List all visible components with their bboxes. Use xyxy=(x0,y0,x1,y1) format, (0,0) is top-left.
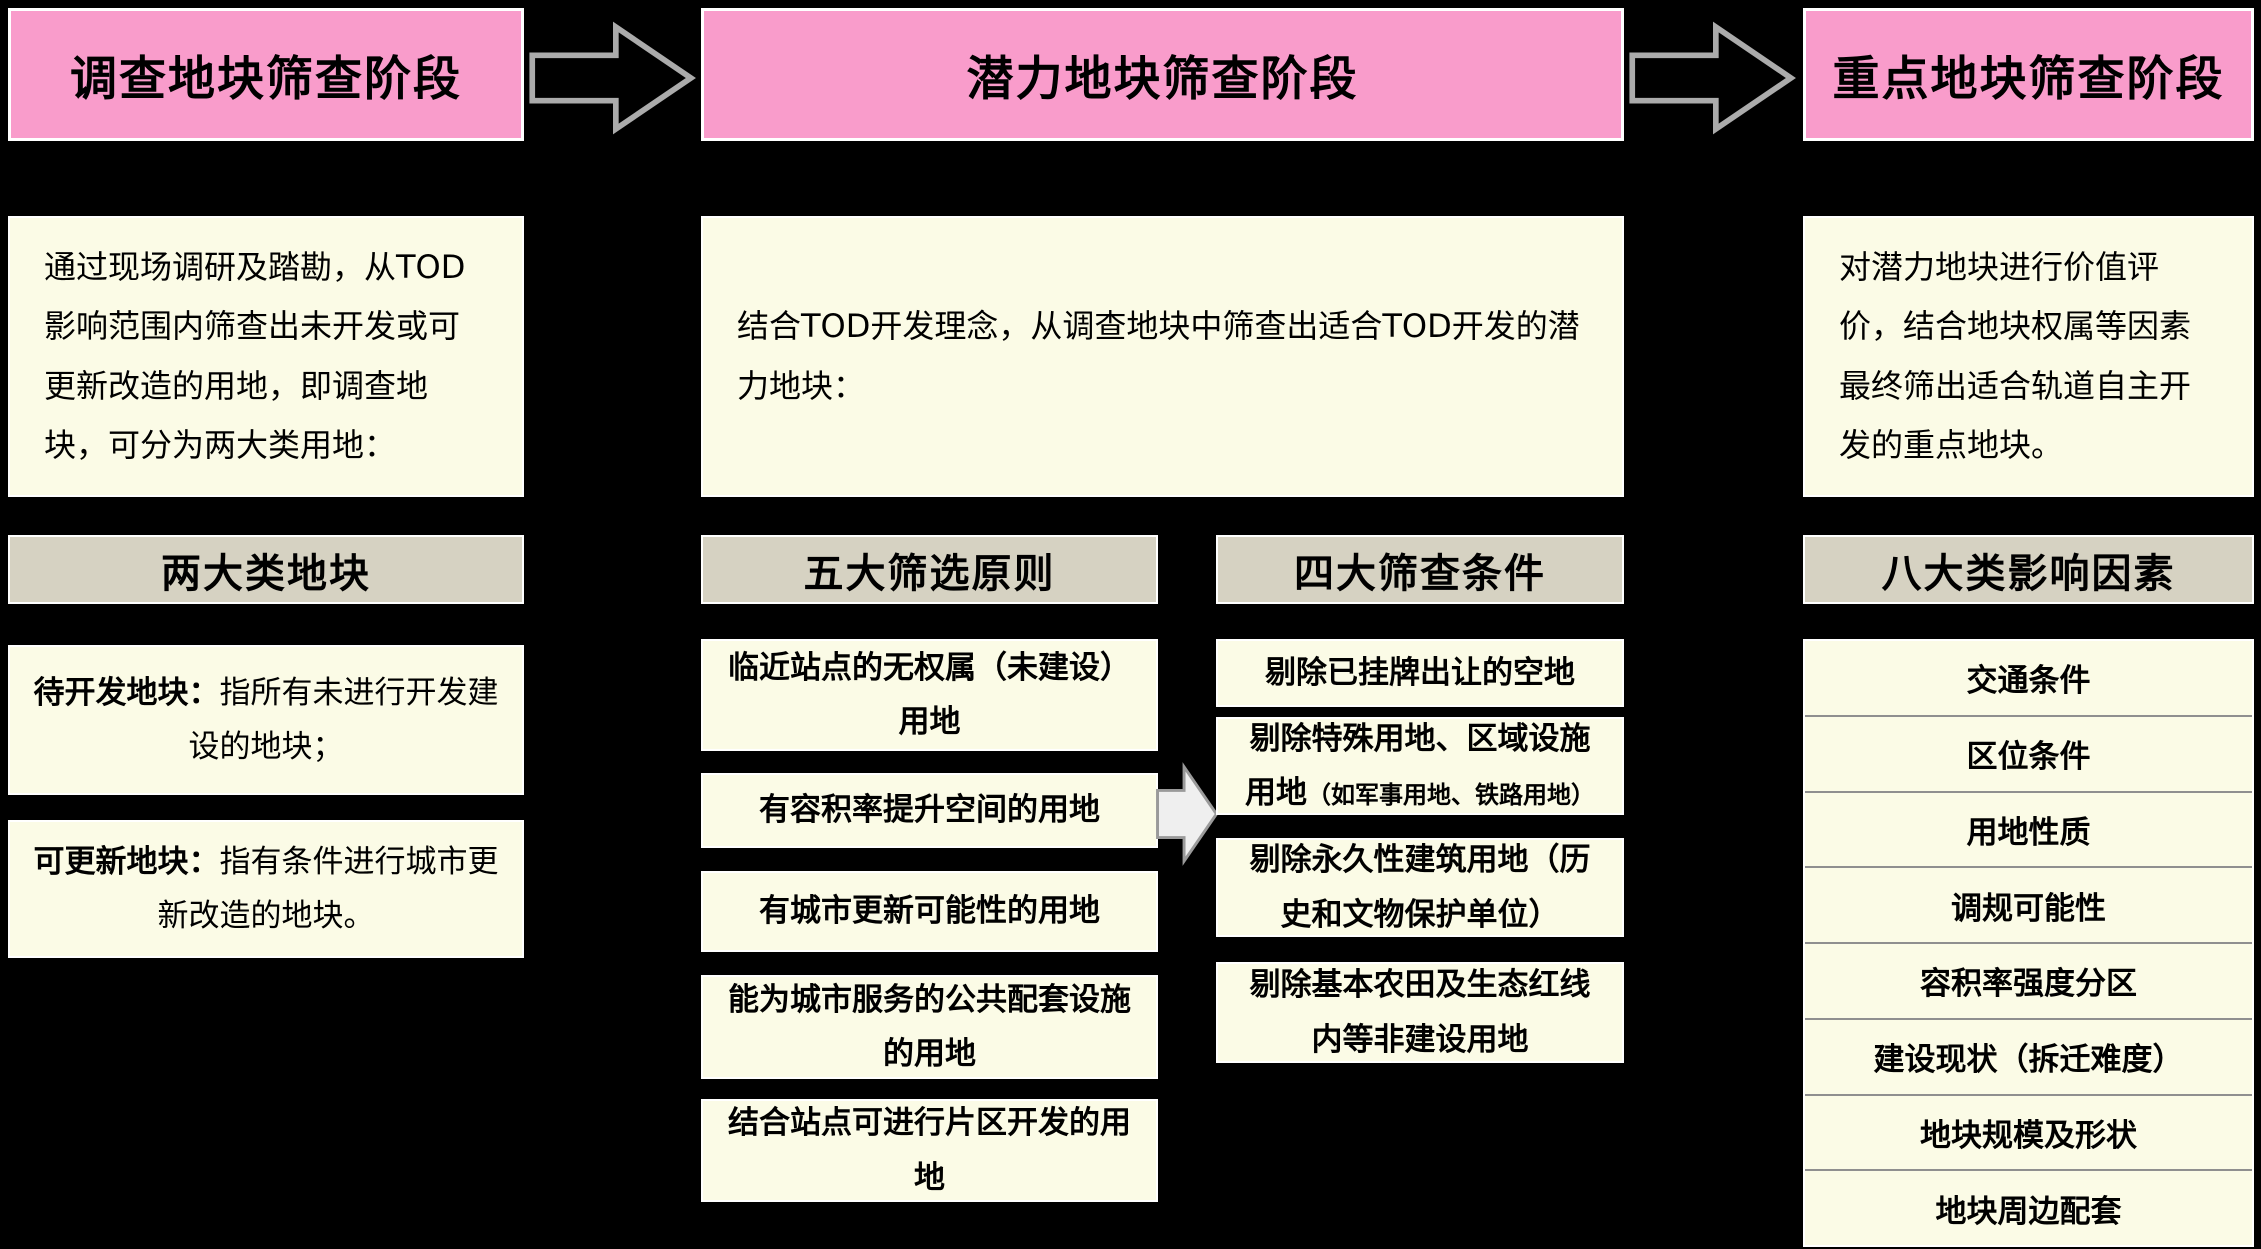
factor-list: 交通条件 区位条件 用地性质 调规可能性 容积率强度分区 建设现状（拆迁难度） … xyxy=(1803,639,2254,1247)
condition-item: 剔除永久性建筑用地（历史和文物保护单位） xyxy=(1216,838,1624,937)
condition-text: 剔除基本农田及生态红线内等非建设用地 xyxy=(1249,967,1591,1058)
factor-row: 地块规模及形状 xyxy=(1805,1093,2252,1170)
principle-item: 结合站点可进行片区开发的用地 xyxy=(701,1099,1158,1202)
stage3-header: 重点地块筛查阶段 xyxy=(1803,8,2254,141)
stage1-description-text: 通过现场调研及踏勘，从TOD影响范围内筛查出未开发或可更新改造的用地，即调查地块… xyxy=(44,248,466,464)
stage2-header: 潜力地块筛查阶段 xyxy=(701,8,1624,141)
flow-arrow-icon xyxy=(1629,21,1796,135)
factor-row: 容积率强度分区 xyxy=(1805,942,2252,1018)
factor-row: 地块周边配套 xyxy=(1805,1169,2252,1245)
factor-row: 区位条件 xyxy=(1805,714,2252,791)
stage3-subheader: 八大类影响因素 xyxy=(1803,535,2254,604)
stage1-description: 通过现场调研及踏勘，从TOD影响范围内筛查出未开发或可更新改造的用地，即调查地块… xyxy=(8,216,524,497)
stage1-subheader: 两大类地块 xyxy=(8,535,524,604)
factor-row: 交通条件 xyxy=(1966,663,2091,700)
flow-arrow-icon xyxy=(529,21,696,135)
stage2-principles-header: 五大筛选原则 xyxy=(701,535,1158,604)
stage2-description-text: 结合TOD开发理念，从调查地块中筛查出适合TOD开发的潜力地块： xyxy=(737,307,1580,405)
condition-text: 剔除特殊用地、区域设施用地（如军事用地、铁路用地） xyxy=(1245,720,1595,811)
principle-item: 临近站点的无权属（未建设）用地 xyxy=(701,639,1158,751)
condition-item: 剔除基本农田及生态红线内等非建设用地 xyxy=(1216,962,1624,1063)
stage3-description-text: 对潜力地块进行价值评价，结合地块权属等因素最终筛出适合轨道自主开发的重点地块。 xyxy=(1839,248,2192,464)
stage1-item-text: 待开发地块：指所有未进行开发建设的地块； xyxy=(33,674,499,765)
condition-text: 剔除已挂牌出让的空地 xyxy=(1265,654,1575,691)
principle-item: 有容积率提升空间的用地 xyxy=(701,773,1158,848)
stage1-header: 调查地块筛查阶段 xyxy=(8,8,524,141)
factor-row: 用地性质 xyxy=(1805,790,2252,867)
principle-item: 有城市更新可能性的用地 xyxy=(701,871,1158,952)
filter-arrow-icon xyxy=(1156,762,1219,866)
stage1-item-renewable: 可更新地块：指有条件进行城市更新改造的地块。 xyxy=(8,820,524,958)
stage1-item-undeveloped: 待开发地块：指所有未进行开发建设的地块； xyxy=(8,645,524,795)
condition-item: 剔除已挂牌出让的空地 xyxy=(1216,639,1624,707)
factor-row: 调规可能性 xyxy=(1805,866,2252,942)
factor-row: 建设现状（拆迁难度） xyxy=(1805,1017,2252,1094)
stage2-description: 结合TOD开发理念，从调查地块中筛查出适合TOD开发的潜力地块： xyxy=(701,216,1624,497)
condition-item: 剔除特殊用地、区域设施用地（如军事用地、铁路用地） xyxy=(1216,717,1624,815)
stage3-description: 对潜力地块进行价值评价，结合地块权属等因素最终筛出适合轨道自主开发的重点地块。 xyxy=(1803,216,2254,497)
principle-item: 能为城市服务的公共配套设施的用地 xyxy=(701,975,1158,1079)
condition-text: 剔除永久性建筑用地（历史和文物保护单位） xyxy=(1249,842,1591,933)
stage1-item-text: 可更新地块：指有条件进行城市更新改造的地块。 xyxy=(33,843,499,934)
stage2-conditions-header: 四大筛查条件 xyxy=(1216,535,1624,604)
